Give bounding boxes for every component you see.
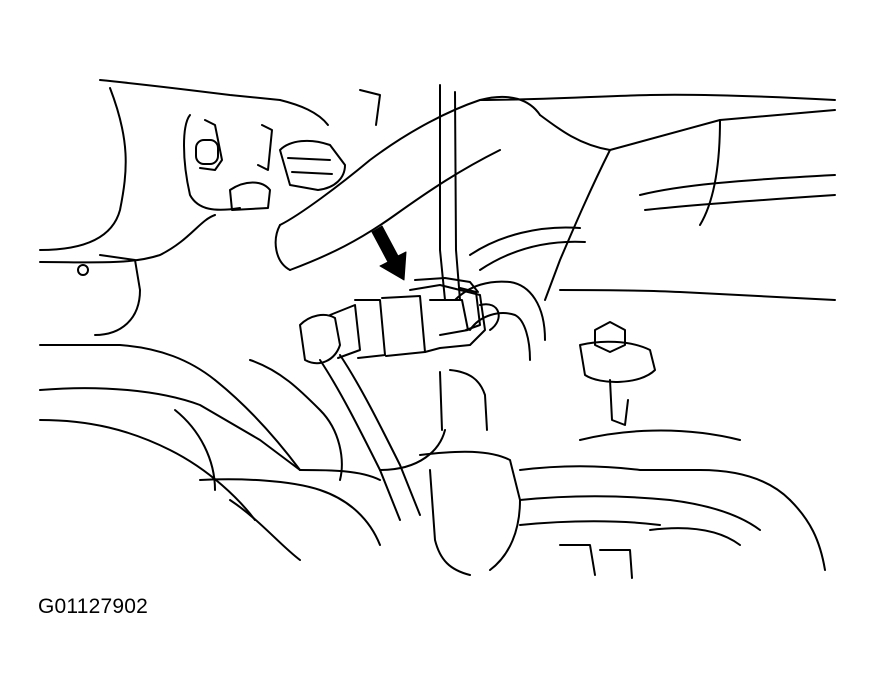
hose-clamp [280, 141, 345, 190]
figure-id-label: G01127902 [38, 595, 149, 618]
lower-engine-area [40, 388, 825, 578]
left-bracket-panel [40, 80, 328, 380]
pressure-switch [300, 278, 499, 363]
upper-hose [276, 85, 540, 300]
radiator-support [480, 95, 835, 300]
lower-hose [215, 355, 445, 520]
arrow-down-right-icon [372, 226, 406, 280]
ac-lines [440, 227, 585, 430]
mounting-bolt [580, 322, 740, 440]
